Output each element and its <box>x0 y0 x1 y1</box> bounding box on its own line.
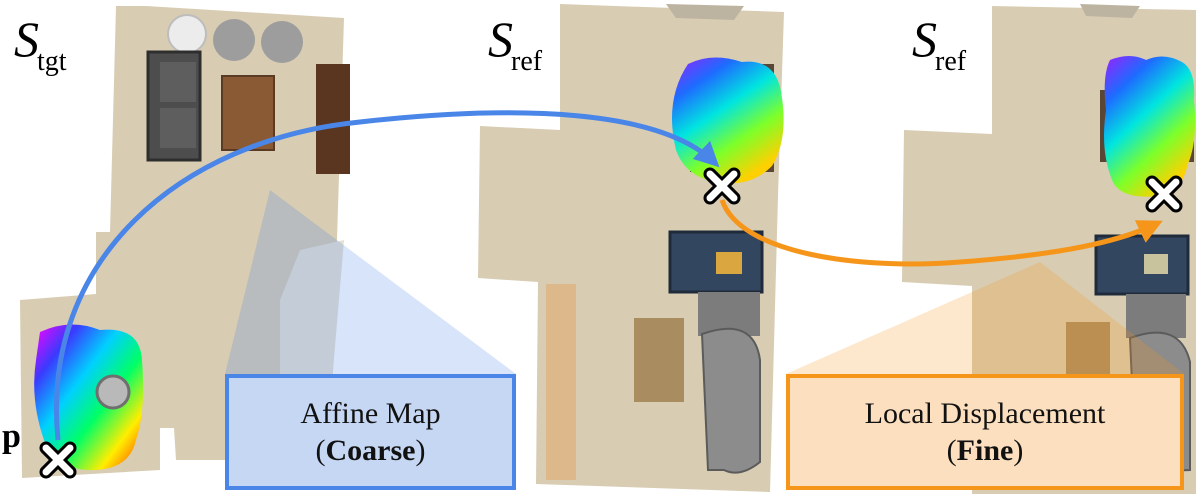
reference-point-cloud-fine <box>1104 56 1196 197</box>
affine-map-subtitle: (Coarse) <box>316 432 426 470</box>
coarse-match-cross-icon <box>703 167 741 205</box>
local-displacement-title: Local Displacement <box>864 396 1106 430</box>
panel-label-target-symbol: S <box>14 11 39 67</box>
panel-label-reference-coarse-subscript: ref <box>511 46 543 77</box>
source-point-cross-icon <box>39 441 77 479</box>
local-displacement-subtitle: (Fine) <box>947 432 1024 470</box>
affine-map-close-paren: ) <box>415 434 426 467</box>
local-displacement-open-paren: ( <box>946 434 957 467</box>
panel-label-reference-fine-subscript: ref <box>935 46 967 77</box>
affine-map-wedge <box>225 190 516 374</box>
panel-label-target-subscript: tgt <box>37 46 67 77</box>
local-displacement-callout: Local Displacement (Fine) <box>786 374 1184 490</box>
panel-label-reference-fine-symbol: S <box>912 11 937 67</box>
panel-label-reference-fine: Sref <box>912 11 968 76</box>
affine-map-emphasis: Coarse <box>325 434 416 467</box>
fine-match-cross-icon <box>1145 175 1183 213</box>
affine-map-open-paren: ( <box>315 434 326 467</box>
affine-map-arrow <box>54 110 720 441</box>
panel-label-reference-coarse: Sref <box>488 11 544 76</box>
reference-point-cloud-coarse <box>672 57 784 184</box>
affine-map-callout: Affine Map (Coarse) <box>225 374 516 490</box>
point-label-p: p <box>2 418 21 455</box>
local-displacement-close-paren: ) <box>1013 434 1024 467</box>
panel-label-reference-coarse-symbol: S <box>488 11 513 67</box>
local-displacement-arrow <box>719 199 1163 267</box>
affine-map-title: Affine Map <box>300 396 441 430</box>
local-displacement-wedge <box>786 262 1184 374</box>
panel-label-target: Stgt <box>14 11 69 76</box>
local-displacement-emphasis: Fine <box>956 434 1014 467</box>
